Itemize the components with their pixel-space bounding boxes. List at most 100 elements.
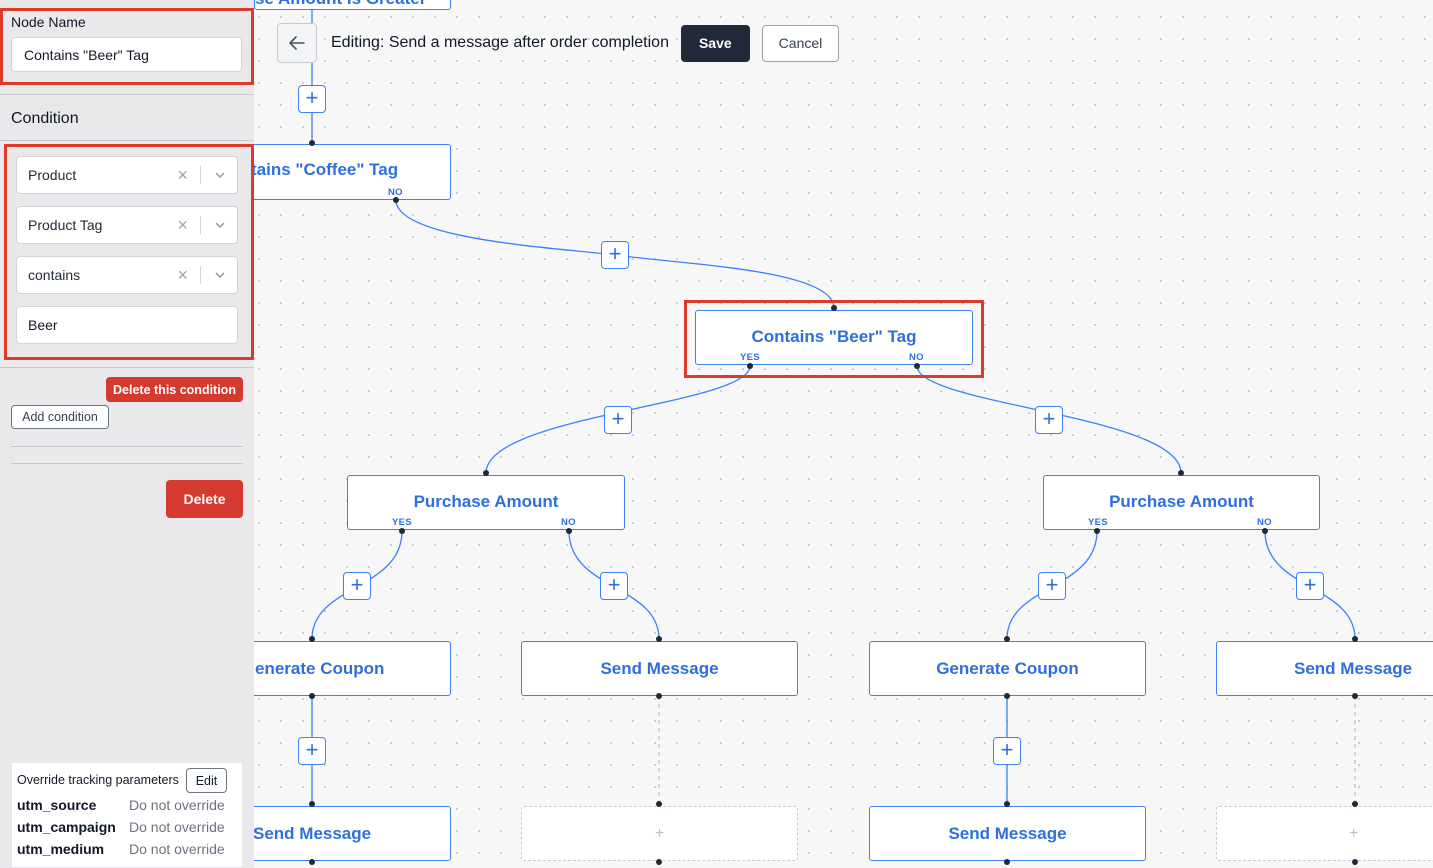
flow-node-send-message-far-right[interactable]: Send Message (1216, 641, 1433, 696)
no-label: NO (1257, 517, 1272, 528)
back-button[interactable] (277, 23, 317, 63)
handle-dot[interactable] (309, 693, 315, 699)
handle-dot[interactable] (1352, 636, 1358, 642)
clear-icon[interactable]: × (177, 164, 188, 185)
handle-dot[interactable] (1004, 693, 1010, 699)
clear-icon[interactable]: × (177, 264, 188, 285)
node-title: Purchase Amount (413, 491, 559, 511)
tracking-key: utm_campaign (17, 819, 116, 835)
add-node-button[interactable]: + (600, 572, 628, 600)
handle-dot[interactable] (1004, 859, 1010, 865)
yes-label: YES (1088, 517, 1108, 528)
node-title: Send Message (948, 823, 1067, 843)
handle-dot[interactable] (1094, 528, 1100, 534)
node-name-input[interactable]: Contains "Beer" Tag (11, 37, 242, 72)
handle-dot[interactable] (309, 801, 315, 807)
edit-tracking-button[interactable]: Edit (186, 768, 227, 793)
handle-dot[interactable] (566, 528, 572, 534)
chevron-down-icon[interactable] (213, 157, 227, 193)
node-title: Send Message (253, 823, 372, 843)
node-title: Generate Coupon (936, 658, 1079, 678)
add-node-button[interactable]: + (993, 737, 1021, 765)
handle-dot[interactable] (831, 305, 837, 311)
flow-node-send-message-mid[interactable]: Send Message (521, 641, 798, 696)
arrow-left-icon (289, 36, 305, 50)
handle-dot[interactable] (309, 859, 315, 865)
separator (200, 216, 201, 234)
flow-node-purchase-amount-left[interactable]: Purchase Amount YES NO (347, 475, 625, 530)
handle-dot[interactable] (914, 363, 920, 369)
condition-attribute-select[interactable]: Product Tag × (16, 206, 238, 244)
node-title: Purchase Amount (1109, 491, 1254, 511)
handle-dot[interactable] (656, 693, 662, 699)
add-node-button[interactable]: + (604, 406, 632, 434)
condition-field-select[interactable]: Product × (16, 156, 238, 194)
handle-dot[interactable] (1352, 859, 1358, 865)
flow-node-beer-tag[interactable]: Contains "Beer" Tag YES NO (695, 310, 973, 365)
handle-dot[interactable] (393, 197, 399, 203)
add-node-button[interactable]: + (1035, 406, 1063, 434)
delete-condition-button[interactable]: Delete this condition (106, 377, 243, 402)
flow-node-placeholder-right[interactable]: + (1216, 806, 1433, 861)
placeholder-plus: + (654, 824, 665, 842)
yes-label: YES (740, 352, 760, 363)
handle-dot[interactable] (1352, 801, 1358, 807)
handle-dot[interactable] (747, 363, 753, 369)
add-condition-button[interactable]: Add condition (11, 405, 109, 429)
clear-icon[interactable]: × (177, 214, 188, 235)
node-title: Contains "Beer" Tag (751, 326, 917, 346)
node-title: enerate Coupon (255, 658, 385, 678)
node-title: Send Message (1294, 658, 1413, 678)
save-button[interactable]: Save (680, 24, 750, 62)
select-value: Product (28, 167, 77, 183)
handle-dot[interactable] (1004, 636, 1010, 642)
no-label: NO (909, 352, 924, 363)
node-title: tains "Coffee" Tag (251, 159, 399, 179)
node-title: se Amount Is Greater (255, 0, 426, 9)
handle-dot[interactable] (1178, 470, 1184, 476)
no-label: NO (388, 187, 403, 198)
handle-dot[interactable] (1262, 528, 1268, 534)
chevron-down-icon[interactable] (213, 257, 227, 293)
condition-operator-select[interactable]: contains × (16, 256, 238, 294)
flow-node-purchase-greater[interactable]: se Amount Is Greater (254, 0, 451, 10)
divider (0, 367, 254, 368)
add-node-button[interactable]: + (1038, 572, 1066, 600)
delete-node-button[interactable]: Delete (166, 480, 243, 518)
handle-dot[interactable] (656, 859, 662, 865)
divider (0, 94, 254, 95)
handle-dot[interactable] (309, 636, 315, 642)
handle-dot[interactable] (483, 470, 489, 476)
flow-node-send-message-bottom-right[interactable]: Send Message (869, 806, 1146, 861)
divider (0, 140, 254, 141)
tracking-value: Do not override (129, 797, 225, 813)
add-node-button[interactable]: + (1296, 572, 1324, 600)
handle-dot[interactable] (1352, 693, 1358, 699)
condition-value-input[interactable]: Beer (16, 306, 238, 344)
tracking-key: utm_medium (17, 841, 105, 857)
handle-dot[interactable] (399, 528, 405, 534)
handle-dot[interactable] (1004, 801, 1010, 807)
node-settings-sidebar: Node Name Contains "Beer" Tag Condition … (0, 0, 254, 868)
flow-node-purchase-amount-right[interactable]: Purchase Amount YES NO (1043, 475, 1320, 530)
add-node-button[interactable]: + (298, 737, 326, 765)
handle-dot[interactable] (309, 140, 315, 146)
handle-dot[interactable] (656, 636, 662, 642)
flow-node-coffee-tag[interactable]: tains "Coffee" Tag NO (240, 144, 451, 200)
cancel-button[interactable]: Cancel (761, 24, 840, 62)
add-node-button[interactable]: + (343, 572, 371, 600)
flow-node-placeholder-left[interactable]: + (521, 806, 798, 861)
divider (11, 463, 243, 464)
flow-node-generate-coupon-left[interactable]: enerate Coupon (240, 641, 451, 696)
flow-node-send-message-bottom-left[interactable]: Send Message (240, 806, 451, 861)
separator (200, 266, 201, 284)
tracking-key: utm_source (17, 797, 97, 813)
add-node-button[interactable]: + (298, 85, 326, 113)
tracking-title: Override tracking parameters (17, 773, 179, 787)
chevron-down-icon[interactable] (213, 207, 227, 243)
select-value: Product Tag (28, 217, 103, 233)
add-node-button[interactable]: + (601, 241, 629, 269)
handle-dot[interactable] (656, 801, 662, 807)
editor-toolbar: Editing: Send a message after order comp… (277, 22, 840, 64)
flow-node-generate-coupon-right[interactable]: Generate Coupon (869, 641, 1146, 696)
